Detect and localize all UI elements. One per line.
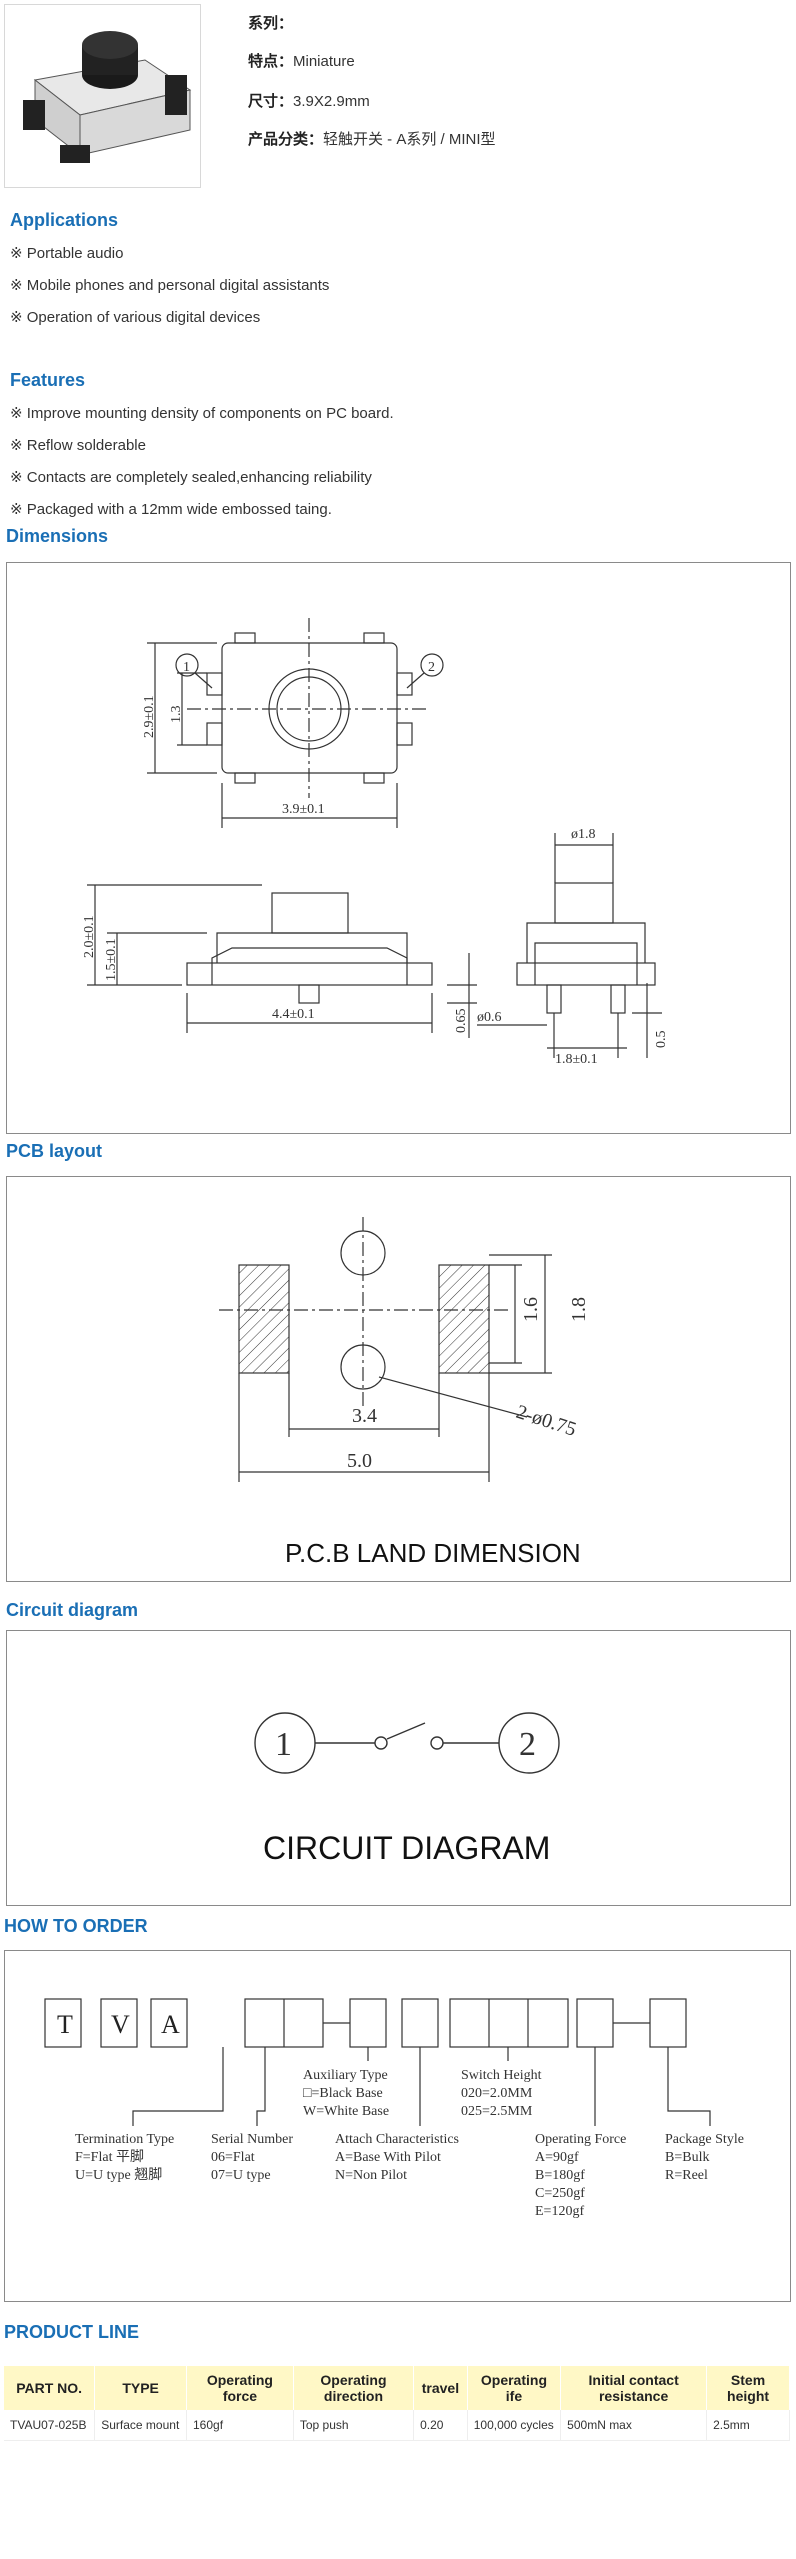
col-operating-direction: Operating direction [293,2366,415,2410]
cell-stem-height: 2.5mm [706,2410,790,2441]
dim-1-8: 1.8±0.1 [555,1052,598,1067]
col-type: TYPE [94,2366,187,2410]
circuit-caption: CIRCUIT DIAGRAM [263,1830,550,1866]
spec-feature: 特点：Miniature [248,53,355,70]
dimensions-title: Dimensions [6,526,109,546]
force-l3: C=250gf [535,2186,585,2201]
circuit-title: Circuit diagram [6,1600,139,1620]
order-letter-v: V [111,2010,130,2039]
dim-1-3: 1.3 [169,706,184,724]
col-contact-resistance: Initial contact resistance [560,2366,708,2410]
cell-operating-direction: Top push [293,2410,415,2441]
dim-0-5: 0.5 [654,1031,669,1049]
pcb-hole-label: 2-ø0.75 [513,1401,578,1441]
force-l1: A=90gf [535,2150,579,2165]
pcb-dim-1-6: 1.6 [520,1297,542,1322]
spec-size: 尺寸：3.9X2.9mm [248,93,370,110]
table-row: TVAU07-025B Surface mount 160gf Top push… [4,2410,790,2441]
pcb-title: PCB layout [6,1141,103,1161]
height-l2: 025=2.5MM [461,2104,533,2119]
force-l4: E=120gf [535,2204,584,2219]
termination-title: Termination Type [75,2132,174,2147]
pcb-dim-1-8: 1.8 [568,1297,590,1322]
cell-type: Surface mount [94,2410,187,2441]
applications-title: Applications [10,210,119,230]
dim-4-4: 4.4±0.1 [272,1007,315,1022]
package-title: Package Style [665,2132,744,2147]
cell-operating-force: 160gf [186,2410,294,2441]
auxiliary-l1: □=Black Base [303,2086,383,2101]
circuit-node-1: 1 [275,1726,292,1763]
termination-l2: U=U type 翘脚 [75,2167,162,2183]
order-letter-t: T [57,2010,73,2039]
termination-l1: F=Flat 平脚 [75,2149,144,2165]
height-title: Switch Height [461,2068,542,2083]
dim-3-9: 3.9±0.1 [282,802,325,817]
dimensions-drawing: 1 2 2.9±0.1 1.3 3.9±0.1 2.0±0.1 1.5±0.1 … [6,562,791,1134]
feature-item: ※ Contacts are completely sealed,enhanci… [10,469,372,486]
cell-part-no: TVAU07-025B [4,2410,96,2441]
pcb-dim-5-0: 5.0 [347,1450,372,1472]
features-title: Features [10,370,86,390]
col-operating-force: Operating force [186,2366,294,2410]
cell-operating-life: 100,000 cycles [467,2410,562,2441]
pcb-drawing: 1.6 1.8 3.4 5.0 2-ø0.75 P.C.B LAND DIMEN… [6,1176,791,1582]
order-title: HOW TO ORDER [4,1916,148,1936]
serial-l2: 07=U type [211,2168,271,2183]
circuit-drawing: 1 2 CIRCUIT DIAGRAM [6,1630,791,1906]
application-item: ※ Operation of various digital devices [10,309,261,326]
cell-contact-resistance: 500mN max [560,2410,708,2441]
col-stem-height: Stem height [706,2366,790,2410]
spec-category: 产品分类：轻触开关 - A系列 / MINI型 [248,131,496,148]
auxiliary-l2: W=White Base [303,2104,389,2119]
dim-2-9: 2.9±0.1 [142,695,157,738]
dim-phi-1-8: ø1.8 [571,827,596,842]
application-item: ※ Portable audio [10,245,124,262]
pcb-caption: P.C.B LAND DIMENSION [285,1538,581,1568]
table-header-row: PART NO. TYPE Operating force Operating … [4,2366,790,2410]
serial-l1: 06=Flat [211,2150,255,2165]
package-l1: B=Bulk [665,2150,709,2165]
pcb-dim-3-4: 3.4 [352,1405,377,1427]
col-part-no: PART NO. [4,2366,96,2410]
feature-item: ※ Packaged with a 12mm wide embossed tai… [10,501,332,518]
application-item: ※ Mobile phones and personal digital ass… [10,277,330,294]
cell-travel: 0.20 [413,2410,468,2441]
force-l2: B=180gf [535,2168,585,2183]
product-image [4,4,201,188]
package-l2: R=Reel [665,2168,708,2183]
dim-1-5: 1.5±0.1 [104,938,119,981]
attach-title: Attach Characteristics [335,2132,459,2147]
order-diagram: T V A Termination Type F=Flat 平脚 U=U typ… [4,1950,791,2302]
col-operating-life: Operating ife [467,2366,562,2410]
product-line-table: PART NO. TYPE Operating force Operating … [4,2366,790,2441]
pin1-label: 1 [183,660,190,675]
spec-series: 系列： [248,15,294,32]
attach-l2: N=Non Pilot [335,2168,407,2183]
attach-l1: A=Base With Pilot [335,2150,441,2165]
order-letter-a: A [161,2010,180,2039]
force-title: Operating Force [535,2132,626,2147]
feature-item: ※ Improve mounting density of components… [10,405,394,422]
pin2-label: 2 [428,660,435,675]
product-line-title: PRODUCT LINE [4,2322,139,2342]
col-travel: travel [413,2366,468,2410]
serial-title: Serial Number [211,2132,293,2147]
feature-item: ※ Reflow solderable [10,437,146,454]
circuit-node-2: 2 [519,1726,536,1763]
dim-2-0: 2.0±0.1 [82,915,97,958]
dim-0-65: 0.65 [454,1009,469,1034]
dim-phi-0-6: ø0.6 [477,1010,502,1025]
height-l1: 020=2.0MM [461,2086,533,2101]
auxiliary-title: Auxiliary Type [303,2068,388,2083]
